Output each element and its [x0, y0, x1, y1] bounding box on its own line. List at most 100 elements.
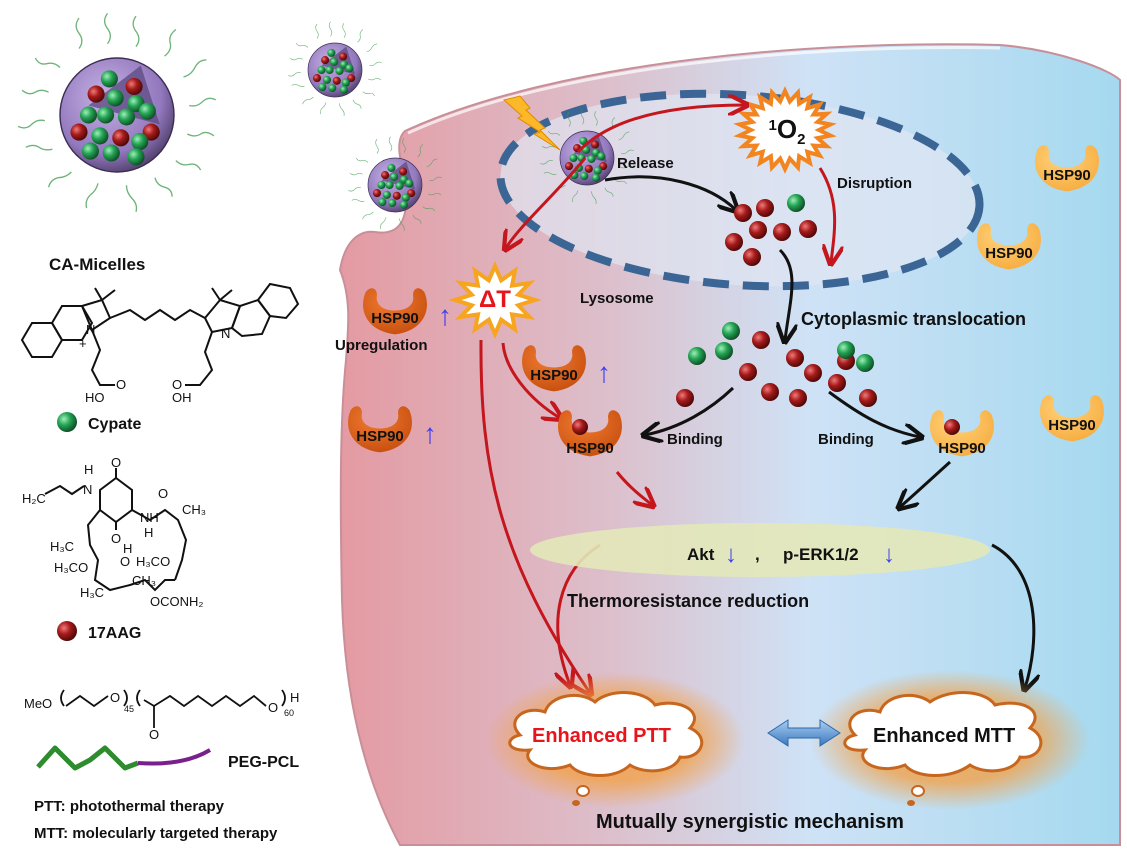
upregulation-label: Upregulation — [335, 337, 428, 354]
cypate-ball — [79, 106, 98, 124]
aag-ball — [332, 76, 341, 85]
hsp90-bound-dark: HSP90 — [558, 410, 622, 457]
svg-text:O: O — [116, 377, 126, 392]
svg-text:MeO: MeO — [24, 696, 52, 711]
hsp90-label: HSP90 — [356, 428, 404, 445]
aag-ball — [142, 123, 160, 141]
hsp90-label: HSP90 — [566, 440, 614, 457]
pathway-labels: Akt ↓ , p-ERK1/2 ↓ — [687, 541, 895, 568]
micelle-label: CA-Micelles — [49, 255, 145, 274]
cypate-ball — [382, 190, 391, 199]
micelle-outside — [288, 21, 382, 116]
abbrev-mtt: MTT: molecularly targeted therapy — [34, 825, 278, 842]
cypate-ball — [587, 154, 596, 163]
pegpcl-atoms: MeO O 45 O O 60 H — [24, 690, 299, 742]
cypate-ball — [117, 108, 136, 126]
abbrev-ptt: PTT: photothermal therapy — [34, 798, 225, 815]
up-arrow-icon: ↑ — [423, 418, 437, 449]
legend-micelle-icon — [17, 12, 217, 213]
bound-aag-ball — [572, 419, 588, 435]
arrow-release — [604, 175, 736, 210]
aag-ball — [407, 189, 416, 198]
light-icon — [502, 95, 561, 151]
svg-text:H₂C: H₂C — [22, 491, 46, 506]
cypate-ball — [722, 322, 740, 340]
cypate-ball — [856, 354, 874, 372]
aag-ball — [789, 389, 807, 407]
cypate-atoms: N + N O HO O OH — [79, 322, 230, 405]
aag-ball — [725, 233, 743, 251]
cypate-ball — [102, 144, 120, 162]
hsp90-label: HSP90 — [985, 245, 1033, 262]
svg-text:O: O — [111, 531, 121, 546]
svg-text:+: + — [79, 336, 87, 351]
hsp90-free-2: HSP90 — [977, 223, 1041, 270]
svg-text:45: 45 — [124, 704, 134, 714]
up-arrow-icon: ↑ — [438, 300, 452, 331]
cell-membrane-highlight — [407, 46, 1001, 135]
hsp90-upregulated-1: HSP90 ↑ — [363, 288, 452, 335]
lysosome-label: Lysosome — [580, 290, 654, 307]
svg-text:H₃CO: H₃CO — [54, 560, 88, 575]
akt-down-arrow-icon: ↓ — [725, 541, 737, 568]
hsp90-free-1: HSP90 — [1035, 145, 1099, 192]
aag-ball — [347, 74, 356, 83]
cypate-ball — [138, 102, 156, 120]
bound-aag-ball — [944, 419, 960, 435]
cypate-ball — [591, 173, 601, 182]
cypate-ball — [387, 163, 396, 172]
aag-ball — [786, 349, 804, 367]
hsp90-label: HSP90 — [1048, 417, 1096, 434]
cypate-ball — [339, 85, 349, 94]
enhanced-mtt-label: Enhanced MTT — [873, 725, 1015, 747]
cypate-ball — [131, 133, 149, 151]
svg-text:OCONH₂: OCONH₂ — [150, 594, 203, 609]
delta-t-burst: ΔT — [448, 260, 542, 340]
cypate-ball — [579, 136, 588, 145]
arrow-hsp90-to-pathway — [615, 471, 652, 505]
cypate-ball — [597, 152, 606, 161]
svg-text:CH₃: CH₃ — [132, 573, 156, 588]
aag-ball — [734, 204, 752, 222]
aag-ball — [752, 331, 770, 349]
cypate-ball — [580, 171, 589, 181]
cypate-ball — [127, 148, 145, 166]
svg-text:O: O — [158, 486, 168, 501]
double-arrow-icon — [767, 719, 841, 747]
cypate-ball — [399, 200, 409, 209]
cypate-ball — [317, 65, 326, 75]
lysosome — [496, 89, 984, 291]
pcl-chain-icon — [137, 748, 212, 766]
svg-text:N: N — [86, 322, 95, 337]
arrow-cytoplasmic-translocation — [780, 248, 792, 340]
svg-text:H: H — [290, 690, 299, 705]
perk-down-arrow-icon: ↓ — [883, 541, 895, 568]
hsp90-label: HSP90 — [1043, 167, 1091, 184]
cypate-ball — [715, 342, 733, 360]
cypate-ball — [569, 153, 578, 163]
pegpcl-structure — [60, 689, 286, 728]
hsp90-free-3: HSP90 — [1040, 395, 1104, 442]
cypate-ball — [318, 83, 327, 92]
aag-ball — [739, 363, 757, 381]
aag-ball — [584, 164, 593, 173]
cloud-mtt — [810, 670, 1090, 810]
cypate-ball — [97, 106, 115, 124]
cypate-ball — [787, 194, 805, 212]
cypate-ball — [388, 198, 397, 208]
svg-text:H₃C: H₃C — [50, 539, 74, 554]
hsp90-label: HSP90 — [371, 310, 419, 327]
cypate-ball — [335, 66, 344, 75]
aag-ball — [87, 85, 105, 103]
singlet-oxygen-burst: 1O2 — [733, 86, 837, 174]
cypate-ball — [327, 48, 336, 57]
cloud-ptt — [485, 672, 745, 808]
svg-text:O: O — [110, 690, 120, 705]
up-arrow-icon: ↑ — [597, 357, 611, 388]
cypate-ball — [91, 127, 109, 145]
arrow-disruption — [818, 167, 835, 262]
hsp90-upregulated-3: HSP90↑ — [522, 345, 611, 392]
aag-ball — [773, 223, 791, 241]
cypate-ball — [377, 180, 386, 190]
